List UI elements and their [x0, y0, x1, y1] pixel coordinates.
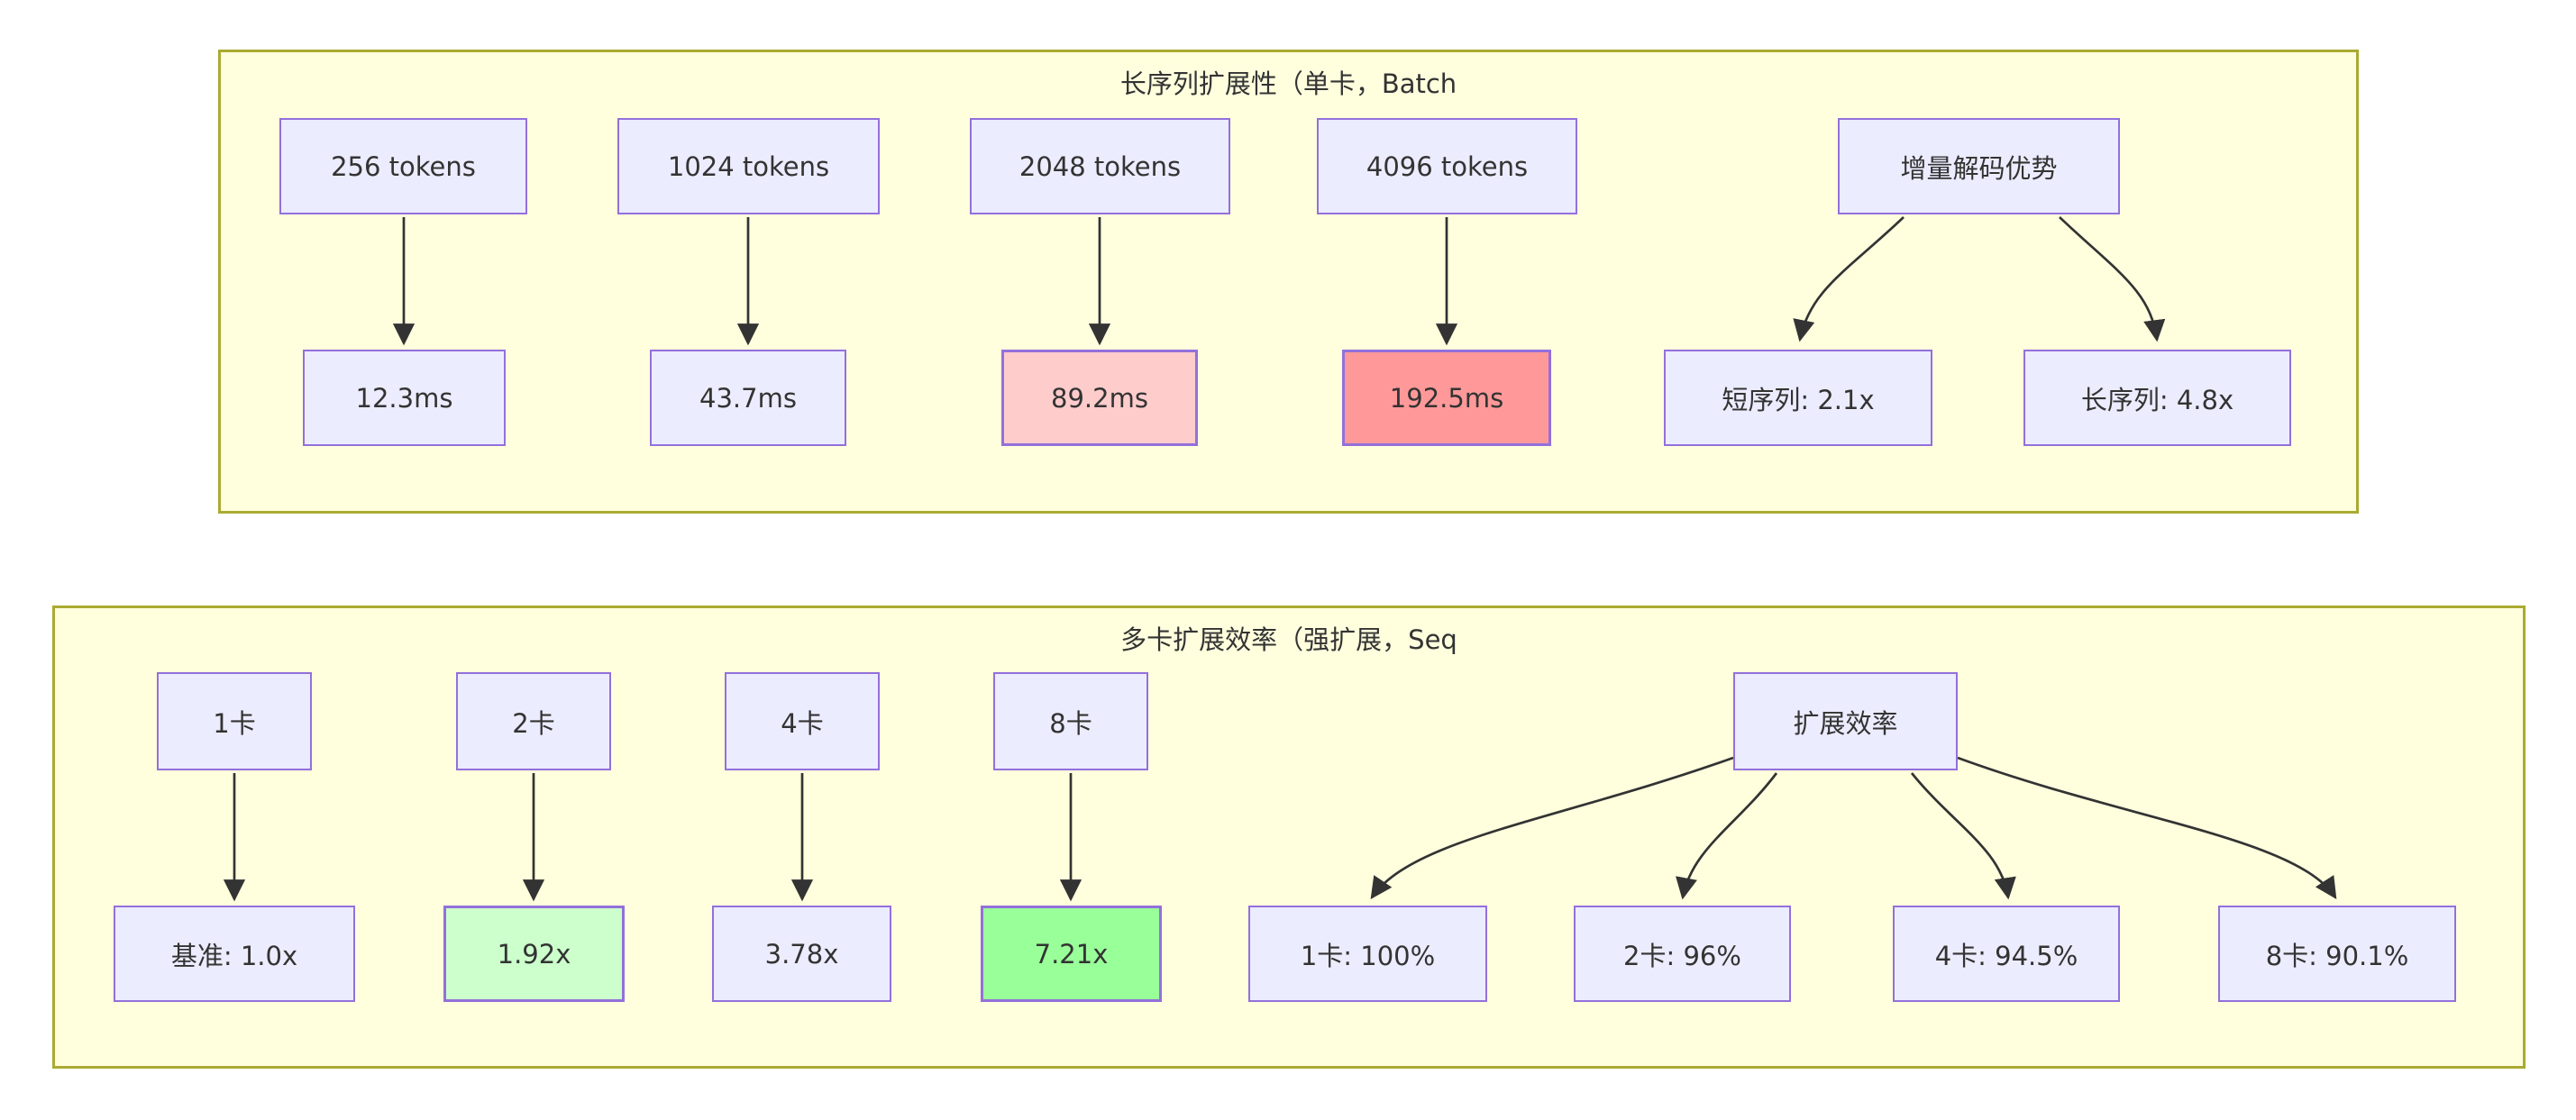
node-latency-1024: 43.7ms [650, 350, 846, 446]
node-speedup-1-baseline: 基准: 1.0x [114, 906, 355, 1002]
node-latency-256: 12.3ms [303, 350, 506, 446]
node-long-seq-speedup: 长序列: 4.8x [2023, 350, 2291, 446]
edge-eff-e1 [1370, 756, 1734, 900]
node-latency-4096: 192.5ms [1342, 350, 1551, 446]
node-cards-4: 4卡 [725, 672, 880, 770]
edge-eff-e4 [1910, 772, 2016, 900]
node-cards-8: 8卡 [993, 672, 1148, 770]
node-tokens-256: 256 tokens [279, 118, 527, 214]
node-short-seq-speedup: 短序列: 2.1x [1664, 350, 1932, 446]
node-latency-2048: 89.2ms [1001, 350, 1198, 446]
node-speedup-4: 3.78x [712, 906, 891, 1002]
edge-inc-short [1793, 216, 1905, 342]
node-efficiency-8: 8卡: 90.1% [2218, 906, 2456, 1002]
edge-inc-long [2059, 216, 2166, 342]
node-efficiency-4: 4卡: 94.5% [1893, 906, 2120, 1002]
node-speedup-8: 7.21x [981, 906, 1162, 1002]
node-incremental-decode-advantage: 增量解码优势 [1838, 118, 2120, 214]
cluster-title: 长序列扩展性（单卡，Batch [1119, 68, 1457, 99]
node-efficiency-2: 2卡: 96% [1574, 906, 1791, 1002]
node-speedup-2: 1.92x [443, 906, 625, 1002]
cluster-title: 多卡扩展效率（强扩展，Seq [1120, 624, 1457, 655]
node-efficiency-1: 1卡: 100% [1248, 906, 1487, 1002]
edge-eff-e2 [1676, 772, 1778, 900]
edge-eff-e8 [1957, 756, 2337, 900]
node-cards-1: 1卡 [157, 672, 312, 770]
node-tokens-4096: 4096 tokens [1317, 118, 1577, 214]
node-cards-2: 2卡 [456, 672, 611, 770]
node-scaling-efficiency: 扩展效率 [1733, 672, 1958, 770]
node-tokens-2048: 2048 tokens [970, 118, 1230, 214]
node-tokens-1024: 1024 tokens [617, 118, 880, 214]
